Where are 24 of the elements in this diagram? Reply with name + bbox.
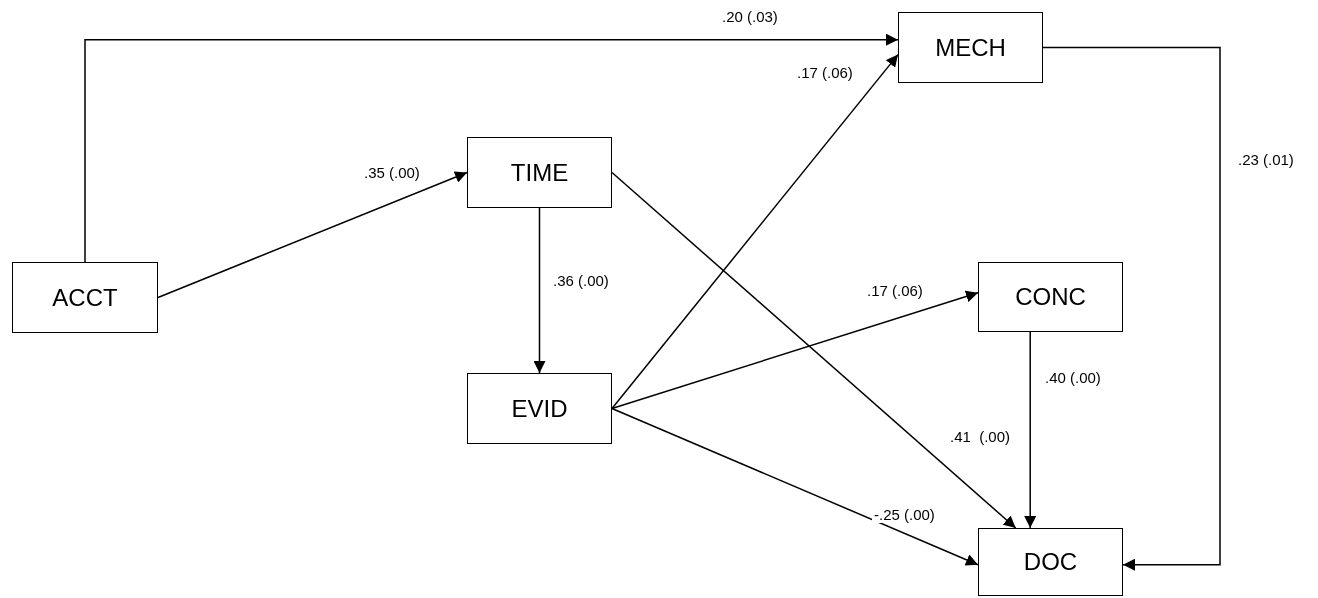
variable-box: TIME: [467, 137, 612, 208]
edge-label: .23 (.01): [1236, 151, 1296, 168]
arrow: [611, 407, 979, 566]
arrow: [611, 290, 979, 410]
arrow: [611, 53, 899, 410]
arrow: [1024, 331, 1037, 529]
edge-label: .20 (.03): [720, 8, 780, 25]
edge-label: .17 (.06): [795, 64, 855, 81]
edge-label: .36 (.00): [551, 272, 611, 289]
edge-label: -.25 (.00): [872, 506, 937, 523]
arrow: [533, 207, 546, 374]
variable-box: EVID: [467, 373, 612, 444]
edge-label: .40 (.00): [1043, 369, 1103, 386]
arrow: [1042, 46, 1221, 571]
variable-box: MECH: [898, 12, 1043, 83]
edge-label: .17 (.06): [865, 282, 925, 299]
arrow: [611, 171, 1017, 529]
variable-box: CONC: [978, 262, 1123, 332]
arrow: [84, 33, 899, 263]
arrow: [157, 171, 468, 299]
variable-box: DOC: [978, 528, 1123, 596]
edge-label: .35 (.00): [362, 164, 422, 181]
variable-box: ACCT: [12, 262, 158, 333]
edge-label: .41 (.00): [948, 428, 1013, 445]
